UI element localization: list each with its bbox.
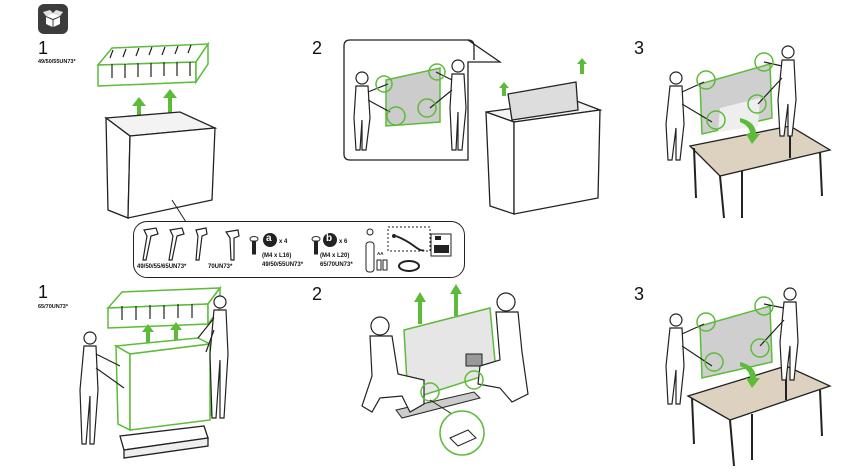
screw-b-letter: b	[326, 233, 333, 244]
step-number-1-bottom: 1	[38, 282, 49, 302]
accessories-panel: a x 4 (M4 x L16) 49/50/55UN73* b x 6 (M4…	[133, 221, 465, 278]
stand-models-b: 70UN73*	[208, 264, 233, 270]
screw-b-models: 65/70UN73*	[320, 262, 353, 268]
screw-b-spec: (M4 x L20)	[320, 253, 350, 259]
screw-b-qty: x 6	[339, 239, 348, 245]
screw-a-spec: (M4 x L16)	[262, 253, 292, 259]
battery-label: AA	[377, 251, 384, 256]
box-unpack-icon	[38, 4, 68, 34]
step-number-2-bottom: 2	[312, 284, 323, 304]
screw-a-qty: x 4	[279, 239, 288, 245]
stand-models-a: 49/50/55/65UN73*	[137, 264, 187, 270]
step-number-2-top: 2	[312, 38, 323, 58]
accessories-drawing	[142, 226, 452, 273]
screw-a-models: 49/50/55UN73*	[262, 262, 304, 268]
step-number-3-top: 3	[634, 38, 645, 58]
step-number-1-top: 1	[38, 38, 49, 58]
model-label-bottom: 65/70UN73*	[38, 304, 68, 310]
model-label-top: 49/50/55UN73*	[38, 59, 76, 65]
step-number-3-bottom: 3	[634, 284, 645, 304]
screw-a-letter: a	[266, 233, 272, 244]
